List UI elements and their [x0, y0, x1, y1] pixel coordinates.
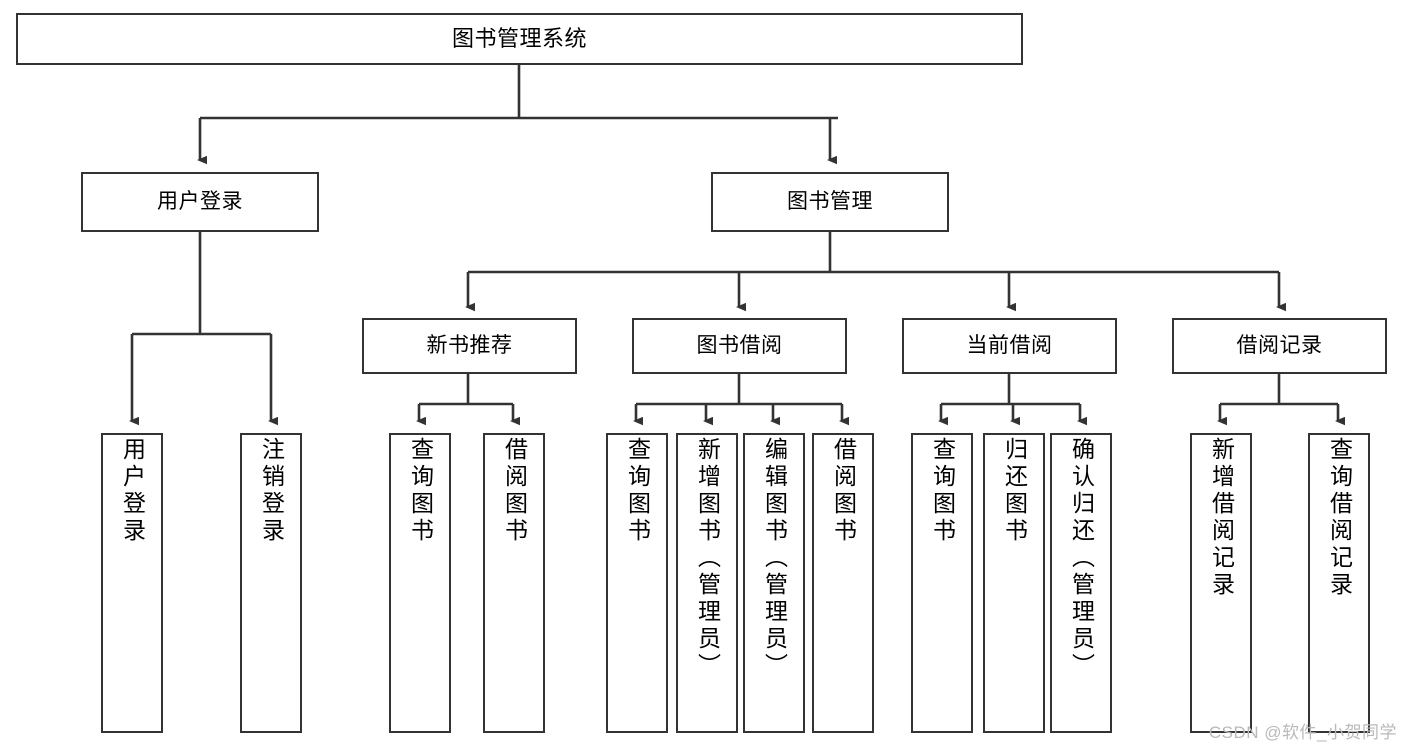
leaf-borrow-edit-book-label: 编辑图书（管理员） [761, 437, 788, 680]
leaf-new-book-borrow-label: 借阅图书 [501, 437, 528, 545]
leaf-borrow-add-book[interactable]: 新增图书（管理员） [676, 433, 738, 733]
leaf-borrow-edit-book[interactable]: 编辑图书（管理员） [743, 433, 805, 733]
node-new-book-recommend[interactable]: 新书推荐 [362, 318, 577, 374]
leaf-user-login-label: 用户登录 [119, 437, 146, 545]
node-current-borrow[interactable]: 当前借阅 [902, 318, 1117, 374]
leaf-new-book-query-label: 查询图书 [407, 437, 434, 545]
leaf-new-book-query[interactable]: 查询图书 [389, 433, 451, 733]
node-current-borrow-label: 当前借阅 [966, 334, 1053, 358]
leaf-current-query-book-label: 查询图书 [929, 437, 956, 545]
node-book-borrow-label: 图书借阅 [696, 334, 783, 358]
leaf-new-book-borrow[interactable]: 借阅图书 [483, 433, 545, 733]
leaf-user-login[interactable]: 用户登录 [101, 433, 163, 733]
leaf-current-confirm-return[interactable]: 确认归还（管理员） [1050, 433, 1112, 733]
leaf-record-query[interactable]: 查询借阅记录 [1308, 433, 1370, 733]
csdn-watermark: CSDN @软件_小贺同学 [1208, 723, 1397, 742]
leaf-record-query-label: 查询借阅记录 [1326, 437, 1353, 599]
leaf-borrow-query-book-label: 查询图书 [624, 437, 651, 545]
node-root-label: 图书管理系统 [451, 25, 587, 51]
node-book-management[interactable]: 图书管理 [711, 172, 949, 232]
leaf-current-return-book[interactable]: 归还图书 [983, 433, 1045, 733]
leaf-user-logout-label: 注销登录 [258, 437, 285, 545]
leaf-current-return-book-label: 归还图书 [1001, 437, 1028, 545]
leaf-borrow-lend-book-label: 借阅图书 [830, 437, 857, 545]
node-borrow-record-label: 借阅记录 [1236, 334, 1323, 358]
leaf-borrow-query-book[interactable]: 查询图书 [606, 433, 668, 733]
leaf-user-logout[interactable]: 注销登录 [240, 433, 302, 733]
leaf-record-add-label: 新增借阅记录 [1208, 437, 1235, 599]
node-new-book-recommend-label: 新书推荐 [426, 334, 513, 358]
node-user-login-label: 用户登录 [157, 190, 243, 214]
node-borrow-record[interactable]: 借阅记录 [1172, 318, 1387, 374]
node-book-management-label: 图书管理 [787, 190, 873, 214]
leaf-record-add[interactable]: 新增借阅记录 [1190, 433, 1252, 733]
leaf-current-query-book[interactable]: 查询图书 [911, 433, 973, 733]
node-user-login[interactable]: 用户登录 [81, 172, 319, 232]
node-root[interactable]: 图书管理系统 [16, 13, 1023, 65]
leaf-borrow-add-book-label: 新增图书（管理员） [694, 437, 721, 680]
leaf-current-confirm-return-label: 确认归还（管理员） [1068, 437, 1095, 680]
leaf-borrow-lend-book[interactable]: 借阅图书 [812, 433, 874, 733]
node-book-borrow[interactable]: 图书借阅 [632, 318, 847, 374]
